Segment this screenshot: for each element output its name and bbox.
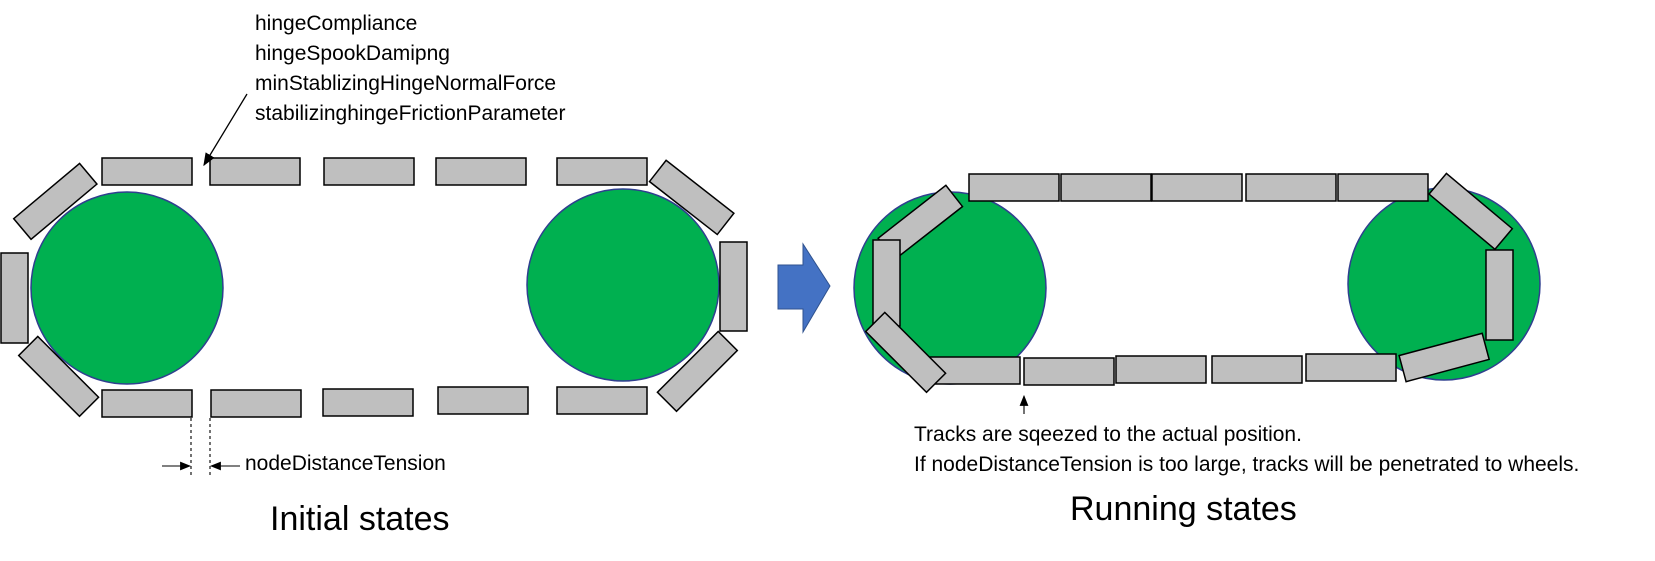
track-segment xyxy=(1305,353,1397,382)
track-segment xyxy=(437,386,529,415)
track-segment xyxy=(0,252,29,344)
track-segment xyxy=(968,173,1060,202)
running-state-group xyxy=(853,172,1541,414)
track-segment xyxy=(556,157,648,186)
track-segment xyxy=(1211,355,1303,384)
track-segment xyxy=(435,157,527,186)
track-segment xyxy=(1060,173,1152,202)
track-segment xyxy=(556,386,648,415)
running-note-line2: If nodeDistanceTension is too large, tra… xyxy=(914,453,1580,476)
track-segment xyxy=(101,157,193,186)
track-segment xyxy=(322,388,414,417)
track-segment xyxy=(12,162,98,241)
track-segment xyxy=(864,311,947,394)
track-segment xyxy=(656,330,739,413)
track-segment xyxy=(210,389,302,418)
track-segment xyxy=(1245,173,1337,202)
hinge-pointer-arrow xyxy=(203,93,248,167)
initial-states-caption: Initial states xyxy=(270,500,450,538)
running-states-caption: Running states xyxy=(1070,490,1297,528)
param-min-stabilizing-normal-force: minStablizingHingeNormalForce xyxy=(255,72,557,95)
track-segment xyxy=(209,157,301,186)
transition-arrow xyxy=(777,242,831,334)
track-segment xyxy=(17,335,100,418)
track-segment xyxy=(101,389,193,418)
param-hinge-spook-damping: hingeSpookDamipng xyxy=(255,42,450,65)
track-segment xyxy=(1428,172,1514,251)
track-segment xyxy=(1337,173,1429,202)
node-distance-dimension xyxy=(162,418,240,476)
track-segment xyxy=(323,157,415,186)
node-distance-label: nodeDistanceTension xyxy=(245,452,446,475)
track-segment xyxy=(648,159,735,236)
running-note-line1: Tracks are sqeezed to the actual positio… xyxy=(914,423,1302,446)
track-segment xyxy=(719,241,748,332)
initial-state-group xyxy=(0,93,748,476)
left-wheel-initial xyxy=(30,191,224,385)
track-segment xyxy=(1023,357,1115,386)
param-hinge-compliance: hingeCompliance xyxy=(255,12,418,35)
right-wheel-initial xyxy=(526,188,720,382)
track-segment xyxy=(1398,332,1491,383)
param-stabilizing-friction: stabilizinghingeFrictionParameter xyxy=(255,102,566,125)
track-segment xyxy=(1485,249,1514,341)
track-segment xyxy=(1151,173,1243,202)
track-segment xyxy=(1115,355,1207,384)
track-segment xyxy=(929,356,1021,385)
